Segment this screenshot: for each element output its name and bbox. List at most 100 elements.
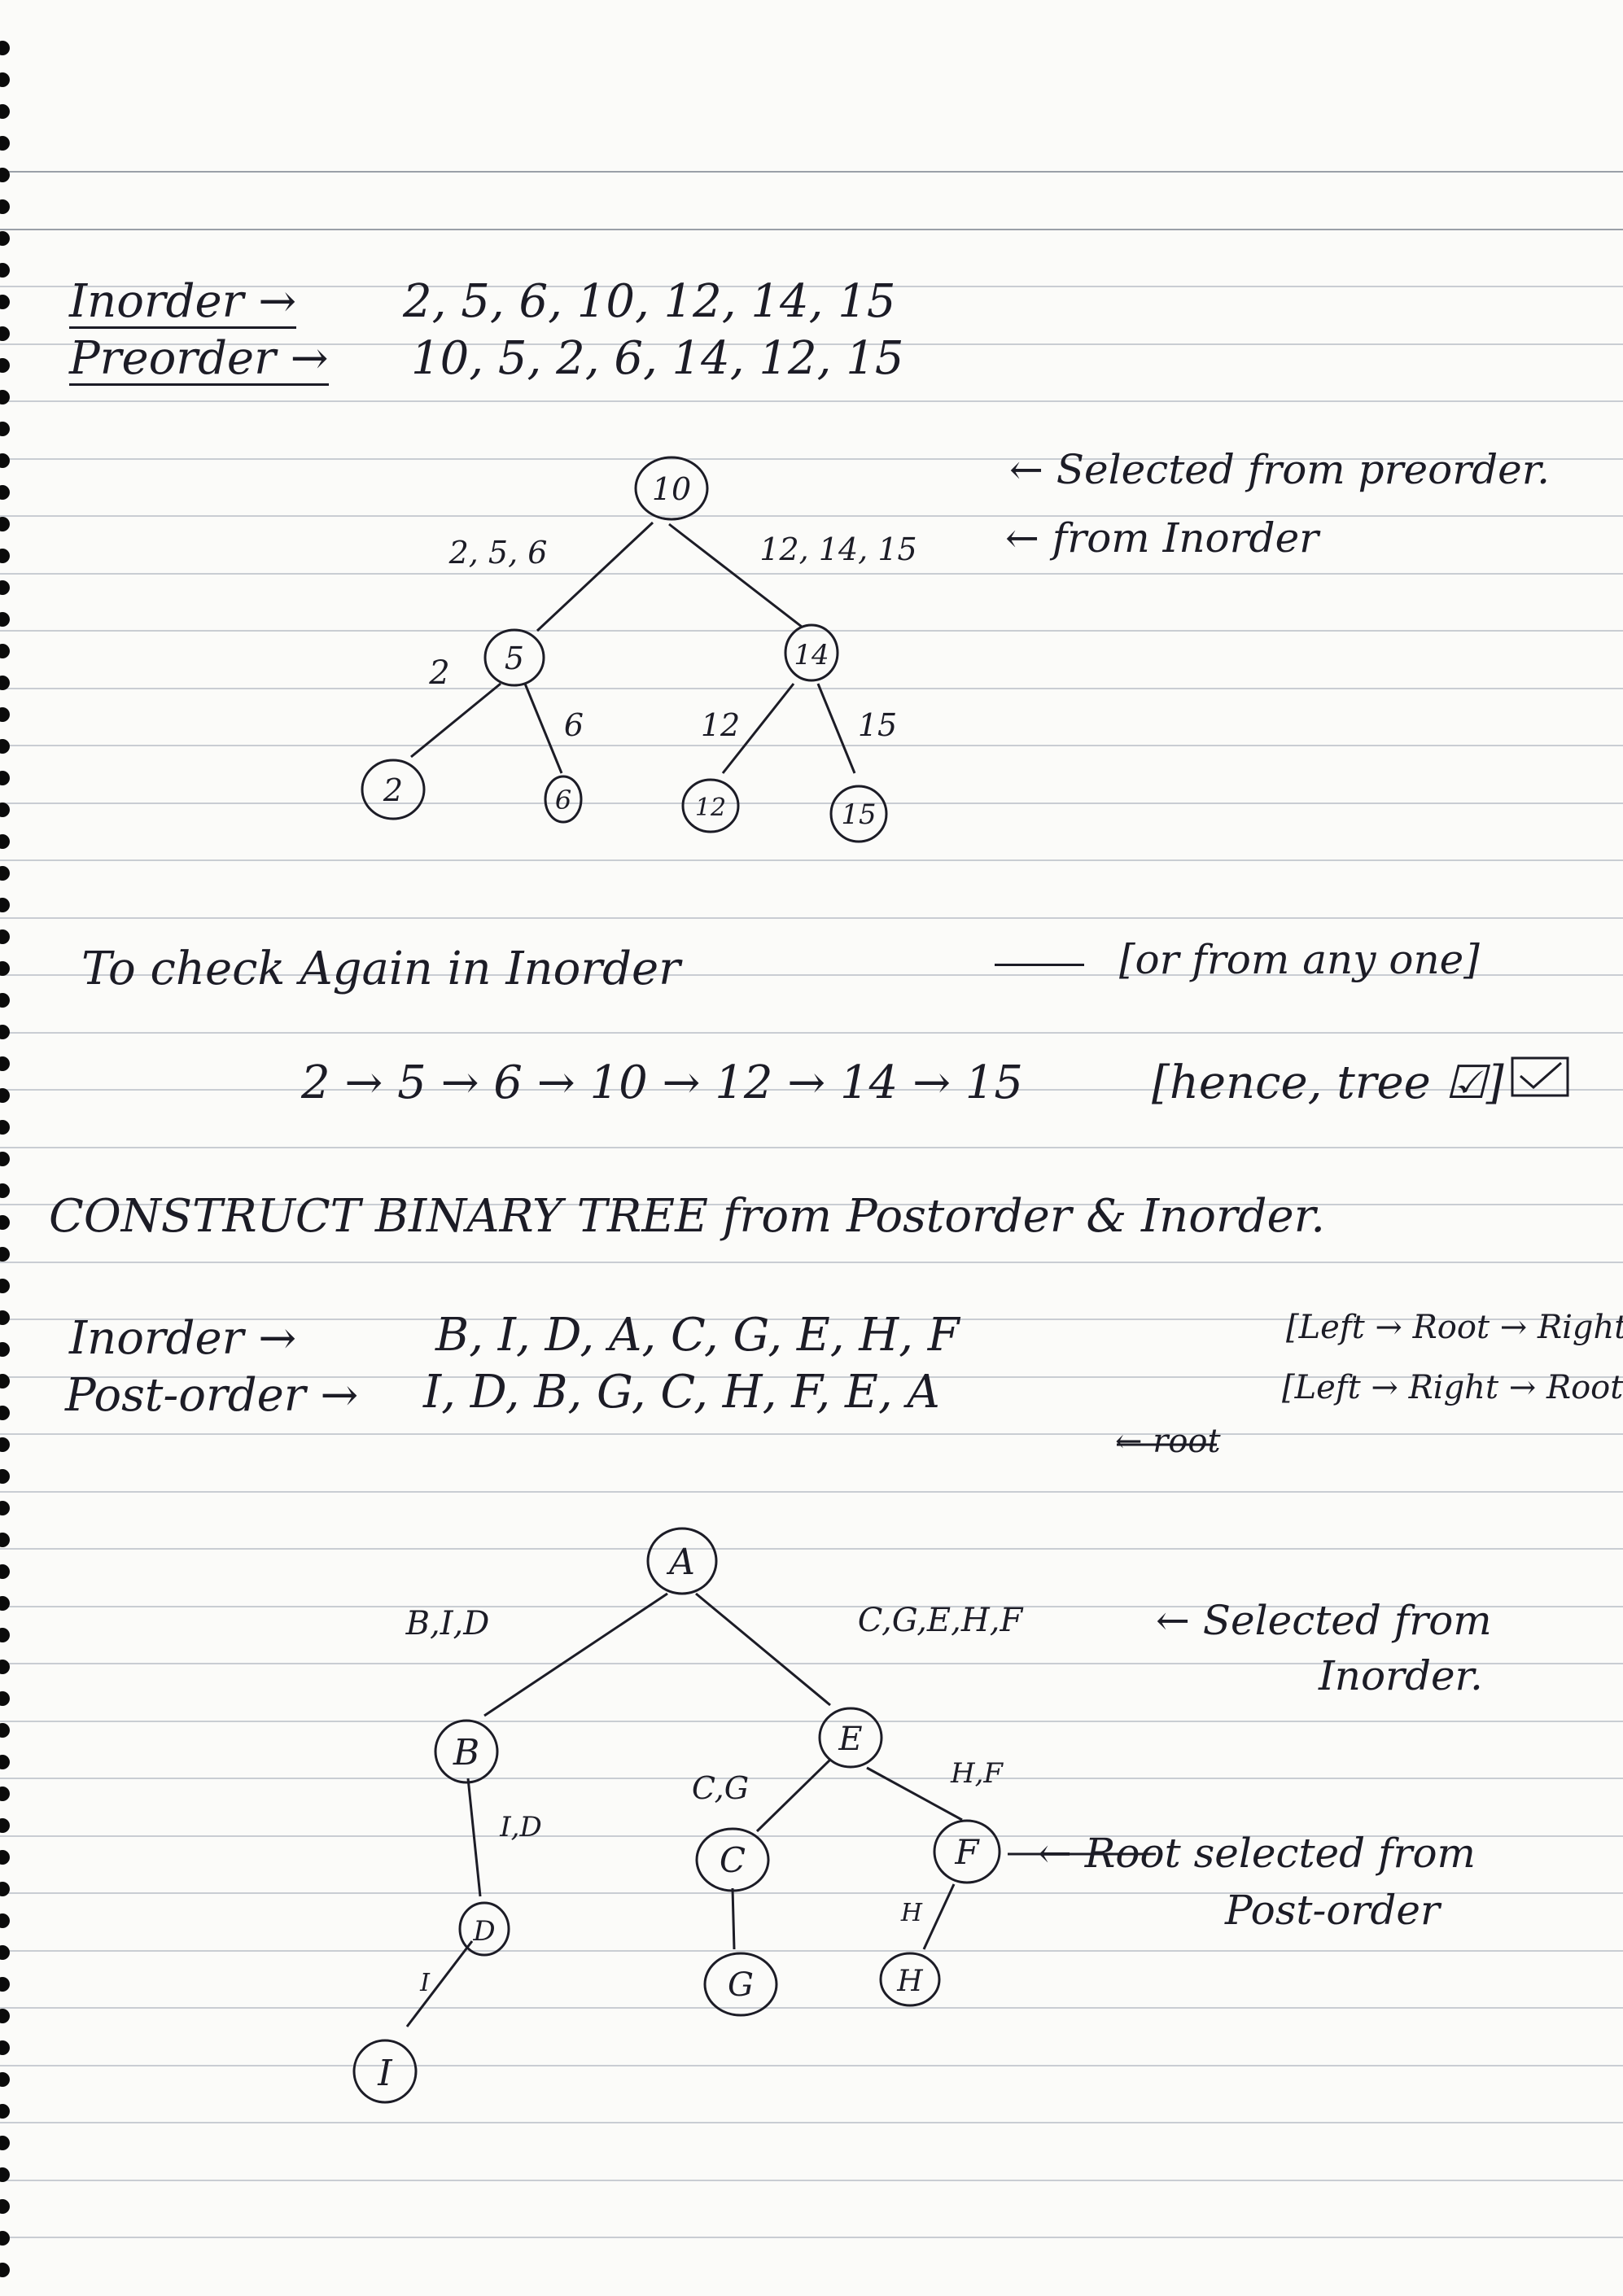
binding-hole [0, 1279, 10, 1293]
binding-hole [0, 2104, 10, 2119]
tree1-left-set: 2, 5, 6 [448, 535, 548, 571]
binding-hole [0, 453, 10, 468]
binding-hole [0, 263, 10, 278]
binding-hole [0, 1596, 10, 1611]
ruled-line [0, 1319, 1623, 1320]
binding-hole [0, 1564, 10, 1579]
ruled-line [0, 1491, 1623, 1493]
ruled-line [0, 171, 1623, 173]
ruled-line [0, 458, 1623, 460]
binding-hole [0, 168, 10, 182]
binding-hole [0, 993, 10, 1008]
note-selected-from-preorder: ← Selected from preorder. [1009, 446, 1551, 493]
binding-hole [0, 1025, 10, 1039]
check-note: [or from any one] [1119, 936, 1480, 983]
binding-hole [0, 295, 10, 309]
inorder2-note: [Left → Root → Right] [1286, 1309, 1623, 1346]
binding-hole [0, 929, 10, 944]
ruled-line [0, 1204, 1623, 1205]
binding-hole [0, 612, 10, 627]
ruled-line [0, 859, 1623, 861]
tree2-node-F: F [954, 1832, 980, 1872]
binding-hole [0, 1120, 10, 1135]
ruled-line [0, 803, 1623, 804]
binding-hole [0, 2231, 10, 2246]
binding-hole [0, 580, 10, 595]
binding-hole [0, 326, 10, 341]
tree1-right-set: 12, 14, 15 [759, 531, 916, 567]
binding-hole [0, 517, 10, 531]
tree2-node-H: H [896, 1965, 923, 1998]
ruled-line [0, 1262, 1623, 1263]
ruled-line [0, 917, 1623, 919]
binding-hole [0, 1437, 10, 1452]
binding-hole [0, 1469, 10, 1484]
binding-hole [0, 231, 10, 246]
binding-hole [0, 390, 10, 405]
ruled-line [0, 229, 1623, 230]
binding-hole [0, 549, 10, 563]
preorder-label: Preorder → [69, 332, 329, 386]
binding-hole [0, 2009, 10, 2023]
ruled-line [0, 630, 1623, 632]
tree1-label-12: 12 [701, 707, 740, 743]
ruled-line [0, 1835, 1623, 1837]
binding-hole [0, 1215, 10, 1230]
ruled-line [0, 688, 1623, 689]
ruled-line [0, 1721, 1623, 1722]
ruled-line [0, 1950, 1623, 1952]
tree2-node-C: C [720, 1840, 746, 1880]
binding-hole [0, 1691, 10, 1706]
binding-hole [0, 72, 10, 87]
ruled-line [0, 1089, 1623, 1091]
binding-hole [0, 1152, 10, 1166]
binding-hole [0, 41, 10, 55]
binding-hole [0, 199, 10, 214]
ruled-line [0, 2237, 1623, 2238]
inorder-sequence: 2 → 5 → 6 → 10 → 12 → 14 → 15 [301, 1056, 1024, 1109]
check-dash [995, 939, 1084, 966]
tree2-node-E: E [838, 1721, 862, 1758]
hence-tree-check: [hence, tree ☑] [1152, 1056, 1504, 1109]
tree1-root-10: 10 [652, 471, 691, 507]
check-again-line: To check Again in Inorder [81, 942, 680, 995]
binding-hole [0, 2136, 10, 2150]
binding-hole [0, 707, 10, 722]
binding-hole [0, 136, 10, 151]
tree2-node-I: I [377, 2053, 393, 2094]
binding-hole [0, 1945, 10, 1960]
ruled-line [0, 2180, 1623, 2181]
binding-hole [0, 104, 10, 119]
ruled-line [0, 515, 1623, 517]
binding-hole [0, 1501, 10, 1515]
ruled-line [0, 1433, 1623, 1435]
binding-hole [0, 1723, 10, 1738]
binding-hole [0, 898, 10, 912]
tree1-node-12: 12 [695, 794, 726, 822]
binding-hole [0, 1342, 10, 1357]
ruled-line [0, 2065, 1623, 2066]
ruled-line [0, 1147, 1623, 1148]
tree2-label-I: I [419, 1969, 431, 1997]
note-from-inorder: ← from Inorder [1005, 514, 1319, 562]
tree2-node-G: G [728, 1966, 754, 2004]
ruled-line [0, 2122, 1623, 2123]
binding-hole [0, 358, 10, 373]
binding-hole [0, 866, 10, 881]
ruled-line [0, 1892, 1623, 1894]
binding-hole [0, 1533, 10, 1547]
binding-hole [0, 2040, 10, 2055]
binding-hole [0, 1755, 10, 1769]
binding-hole [0, 1247, 10, 1262]
binding-hole [0, 1787, 10, 1801]
tree2-node-B: B [453, 1732, 479, 1773]
binding-hole [0, 1850, 10, 1865]
binding-hole [0, 2199, 10, 2214]
note-post-order: Post-order [1225, 1887, 1440, 1934]
tree1-node-5: 5 [505, 641, 524, 676]
tree2-left-set: B,I,D [405, 1605, 490, 1642]
postorder-label: Post-order → [65, 1369, 359, 1422]
note-selected-from-inorder: ← Selected from [1156, 1597, 1492, 1644]
binding-hole [0, 771, 10, 785]
